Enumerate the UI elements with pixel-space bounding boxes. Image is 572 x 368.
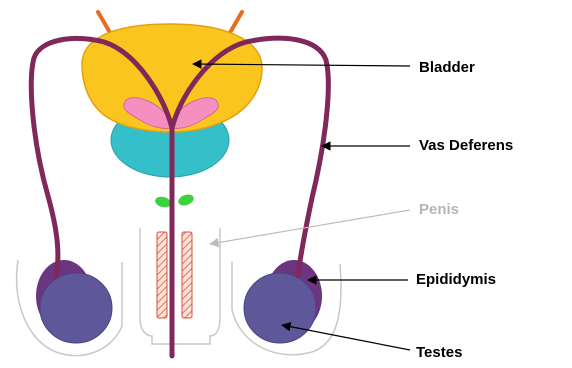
penis-outline xyxy=(140,228,220,344)
label-vas-deferens: Vas Deferens xyxy=(419,137,513,155)
bladder xyxy=(82,24,262,132)
label-epididymis: Epididymis xyxy=(416,271,496,289)
left-erectile-tissue xyxy=(157,232,167,318)
label-testes: Testes xyxy=(416,344,462,362)
right-erectile-tissue xyxy=(182,232,192,318)
label-bladder: Bladder xyxy=(419,59,475,77)
testes-arrow xyxy=(282,325,410,350)
right-testis xyxy=(244,273,316,343)
label-penis: Penis xyxy=(419,201,459,219)
left-bulbourethral-gland xyxy=(154,195,172,209)
left-testis xyxy=(40,273,112,343)
right-bulbourethral-gland xyxy=(177,193,195,208)
